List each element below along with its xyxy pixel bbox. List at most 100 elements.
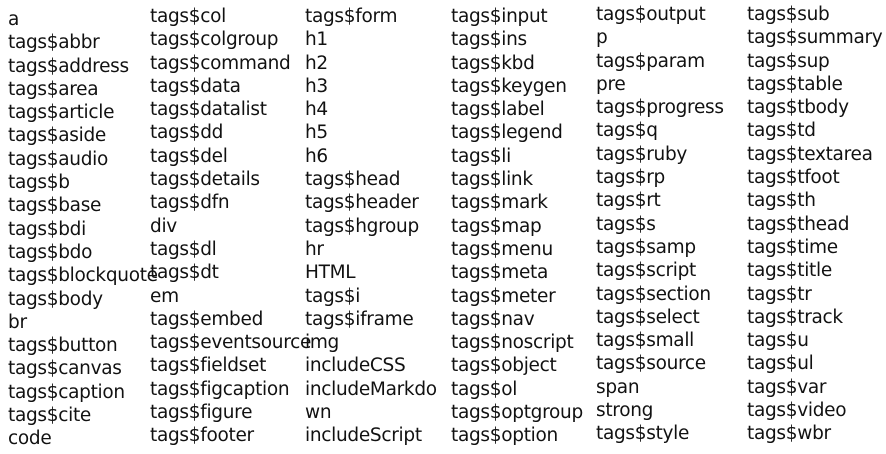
list-item: tags$tfoot [747, 167, 840, 189]
list-item: tags$tr [747, 283, 812, 305]
list-item: tags$sub [747, 4, 830, 25]
list-item: h5 [305, 122, 328, 144]
list-item: tags$command [150, 52, 291, 74]
list-item: tags$hgroup [305, 215, 419, 237]
list-item: tags$article [8, 102, 115, 124]
list-item: tags$progress [596, 97, 724, 119]
list-item: tags$video [747, 400, 847, 422]
list-item: tags$figcaption [150, 378, 290, 400]
list-item: tags$colgroup [150, 29, 279, 51]
list-item: tags$col [150, 6, 226, 27]
list-item: tags$tbody [747, 97, 849, 119]
list-item: h4 [305, 99, 328, 121]
list-item: tags$fieldset [150, 355, 267, 377]
list-item: tags$title [747, 260, 832, 282]
list-item: tags$time [747, 236, 838, 258]
list-item: tags$var [747, 376, 827, 398]
list-item: tags$blockquote [8, 265, 158, 287]
list-item: tags$style [596, 423, 690, 445]
list-item: em [150, 285, 179, 307]
list-item: tags$td [747, 120, 816, 142]
list-item: tags$area [8, 78, 99, 100]
list-item: tags$map [451, 215, 542, 237]
list-item: tags$body [8, 288, 103, 310]
list-item: tags$output [596, 4, 706, 25]
list-item: tags$label [451, 99, 545, 121]
list-item: includeScript [305, 425, 422, 447]
list-item: tags$summary [747, 27, 883, 49]
list-item: tags$script [596, 260, 696, 282]
list-item: tags$address [8, 55, 129, 77]
list-item: tags$ruby [596, 143, 688, 165]
list-item: span [596, 376, 640, 398]
list-item: includeMarkdo [305, 378, 437, 400]
list-item: tags$option [451, 425, 558, 447]
list-item: tags$del [150, 145, 228, 167]
list-item: tags$base [8, 195, 102, 217]
list-item: hr [305, 238, 324, 260]
list-item: tags$sup [747, 50, 830, 72]
list-item: tags$ol [451, 378, 518, 400]
list-item: tags$menu [451, 238, 553, 260]
list-item: tags$b [8, 172, 70, 194]
list-item: tags$button [8, 335, 118, 357]
list-item: tags$keygen [451, 75, 567, 97]
list-item: pre [596, 73, 626, 95]
list-item: tags$dd [150, 122, 224, 144]
list-item: tags$dt [150, 262, 219, 284]
list-item: tags$ul [747, 353, 814, 375]
list-item: tags$source [596, 353, 706, 375]
list-item: tags$param [596, 50, 705, 72]
list-item: tags$header [305, 192, 419, 214]
list-item: tags$cite [8, 405, 91, 427]
list-item: tags$ins [451, 29, 527, 51]
list-item: tags$noscript [451, 332, 574, 354]
list-item: tags$u [747, 330, 809, 352]
list-item: tags$aside [8, 125, 106, 147]
list-item: code [8, 428, 52, 450]
list-item: h1 [305, 29, 328, 51]
list-item: tags$select [596, 306, 700, 328]
list-item: tags$form [305, 6, 398, 27]
list-item: tags$samp [596, 236, 696, 258]
list-item: tags$rp [596, 167, 665, 189]
list-item: tags$kbd [451, 52, 535, 74]
list-item: tags$meter [451, 285, 556, 307]
list-item: tags$nav [451, 308, 535, 330]
list-item: tags$thead [747, 213, 850, 235]
list-item: img [305, 332, 340, 354]
list-item: tags$details [150, 169, 260, 191]
list-item: tags$li [451, 145, 511, 167]
list-item: tags$object [451, 355, 557, 377]
list-item: strong [596, 400, 654, 422]
list-item: tags$mark [451, 192, 548, 214]
list-item: h6 [305, 145, 328, 167]
list-item: tags$bdi [8, 218, 86, 240]
list-item: tags$iframe [305, 308, 414, 330]
list-item: tags$i [305, 285, 361, 307]
list-item: tags$track [747, 306, 843, 328]
list-item: tags$section [596, 283, 711, 305]
list-item: h3 [305, 75, 328, 97]
list-item: p [596, 27, 608, 49]
list-item: div [150, 215, 177, 237]
list-item: tags$meta [451, 262, 549, 284]
list-item: tags$table [747, 73, 843, 95]
list-item: tags$legend [451, 122, 563, 144]
list-item: tags$input [451, 6, 548, 27]
list-item: tags$th [747, 190, 816, 212]
list-item: tags$dfn [150, 192, 230, 214]
list-item: includeCSS [305, 355, 406, 377]
list-item: tags$textarea [747, 143, 873, 165]
list-item: wn [305, 402, 332, 424]
list-item: h2 [305, 52, 328, 74]
list-item: br [8, 311, 27, 333]
list-item: tags$bdo [8, 241, 93, 263]
